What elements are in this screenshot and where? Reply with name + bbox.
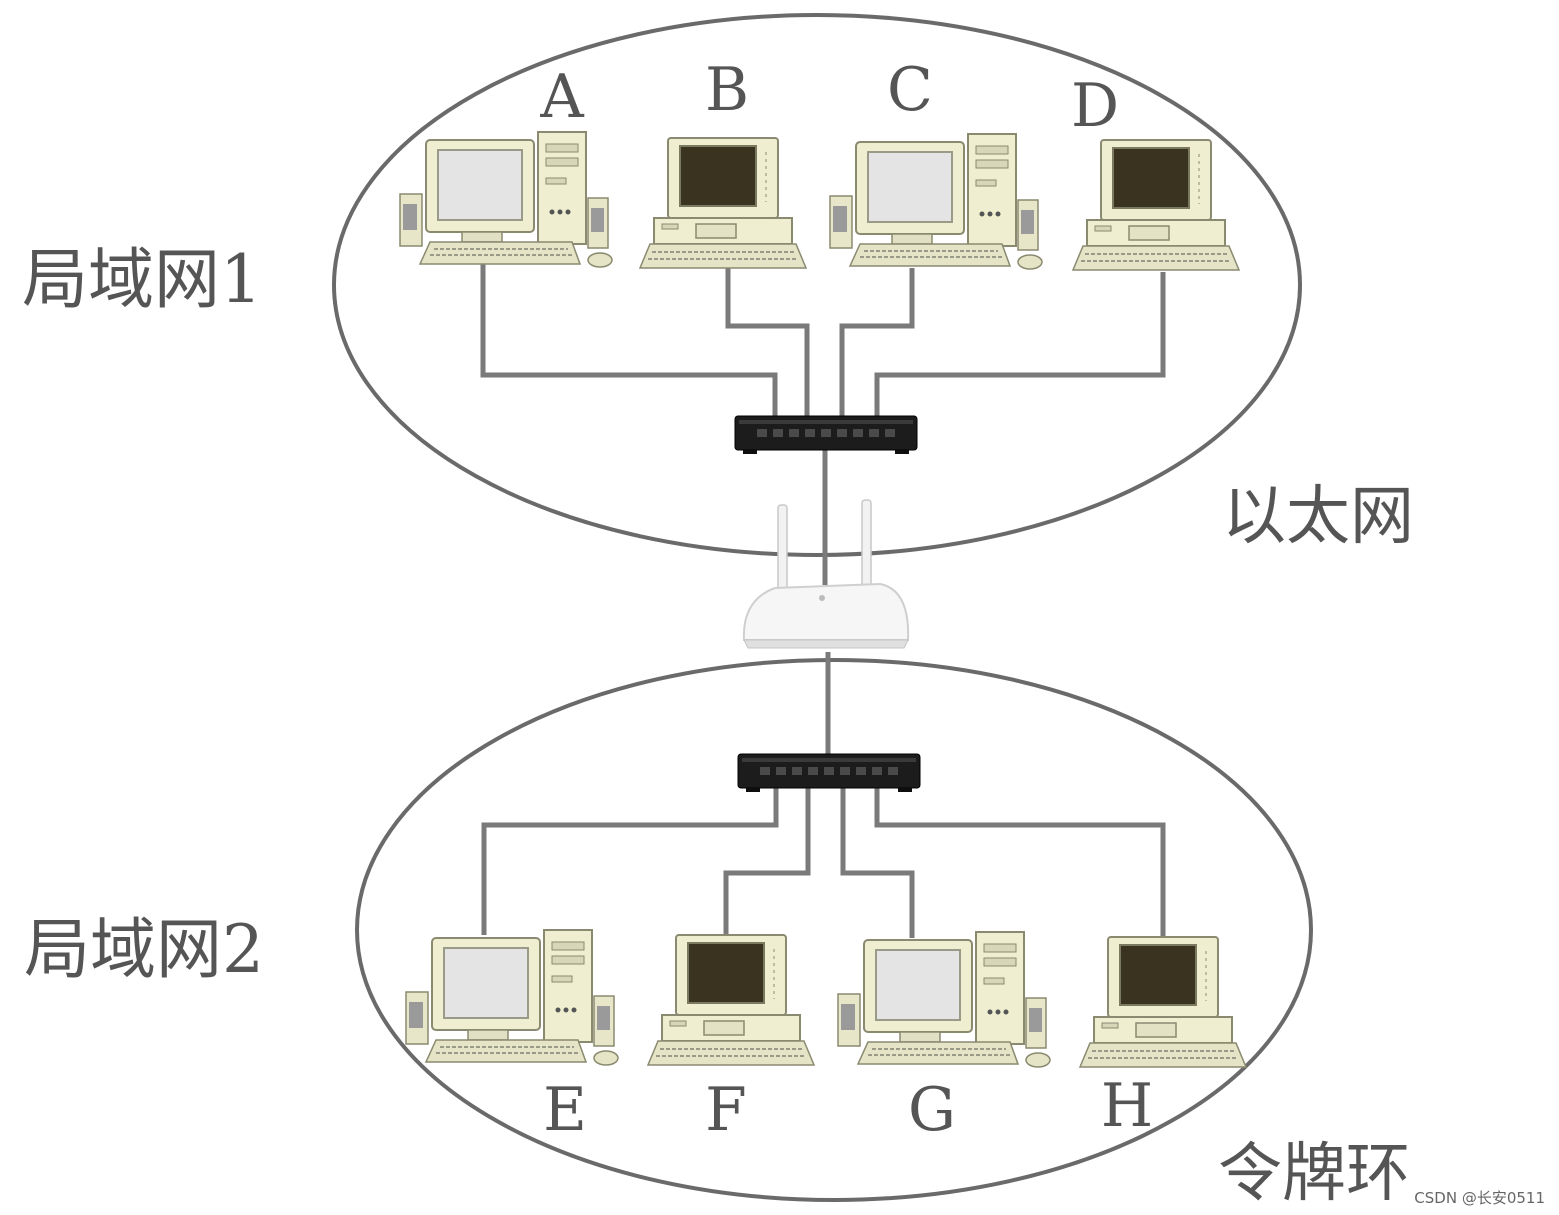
computer-label-f: F	[705, 1075, 747, 1145]
computer-a-icon	[399, 131, 613, 268]
lan2-cables	[481, 652, 1166, 938]
computer-label-b: B	[705, 55, 749, 125]
computer-label-d: D	[1071, 71, 1119, 141]
switch-icon	[734, 415, 918, 455]
lan2-label: 局域网2	[24, 911, 264, 988]
computer-label-c: C	[887, 55, 933, 125]
lan1-boundary	[332, 13, 1302, 557]
lan1-label: 局域网1	[22, 241, 262, 318]
computer-b-icon	[639, 137, 807, 269]
computer-label-e: E	[543, 1075, 587, 1145]
computer-label-a: A	[539, 62, 584, 132]
computer-label-h: H	[1101, 1071, 1153, 1141]
switch-icon	[737, 753, 921, 793]
computer-c-icon	[829, 133, 1043, 270]
lan2-boundary	[355, 658, 1313, 1202]
ethernet-label: 以太网	[1222, 480, 1414, 554]
computer-h-icon	[1079, 936, 1247, 1068]
lan1-cables	[480, 262, 1166, 585]
computer-label-g: G	[908, 1075, 956, 1145]
computer-g-icon	[837, 931, 1051, 1068]
computer-f-icon	[647, 934, 815, 1066]
computer-d-icon	[1072, 139, 1240, 271]
watermark: CSDN @长安0511	[1414, 1189, 1545, 1207]
token-ring-label: 令牌环	[1218, 1137, 1410, 1211]
computer-e-icon	[405, 929, 619, 1066]
wireless-router-icon	[742, 499, 910, 649]
